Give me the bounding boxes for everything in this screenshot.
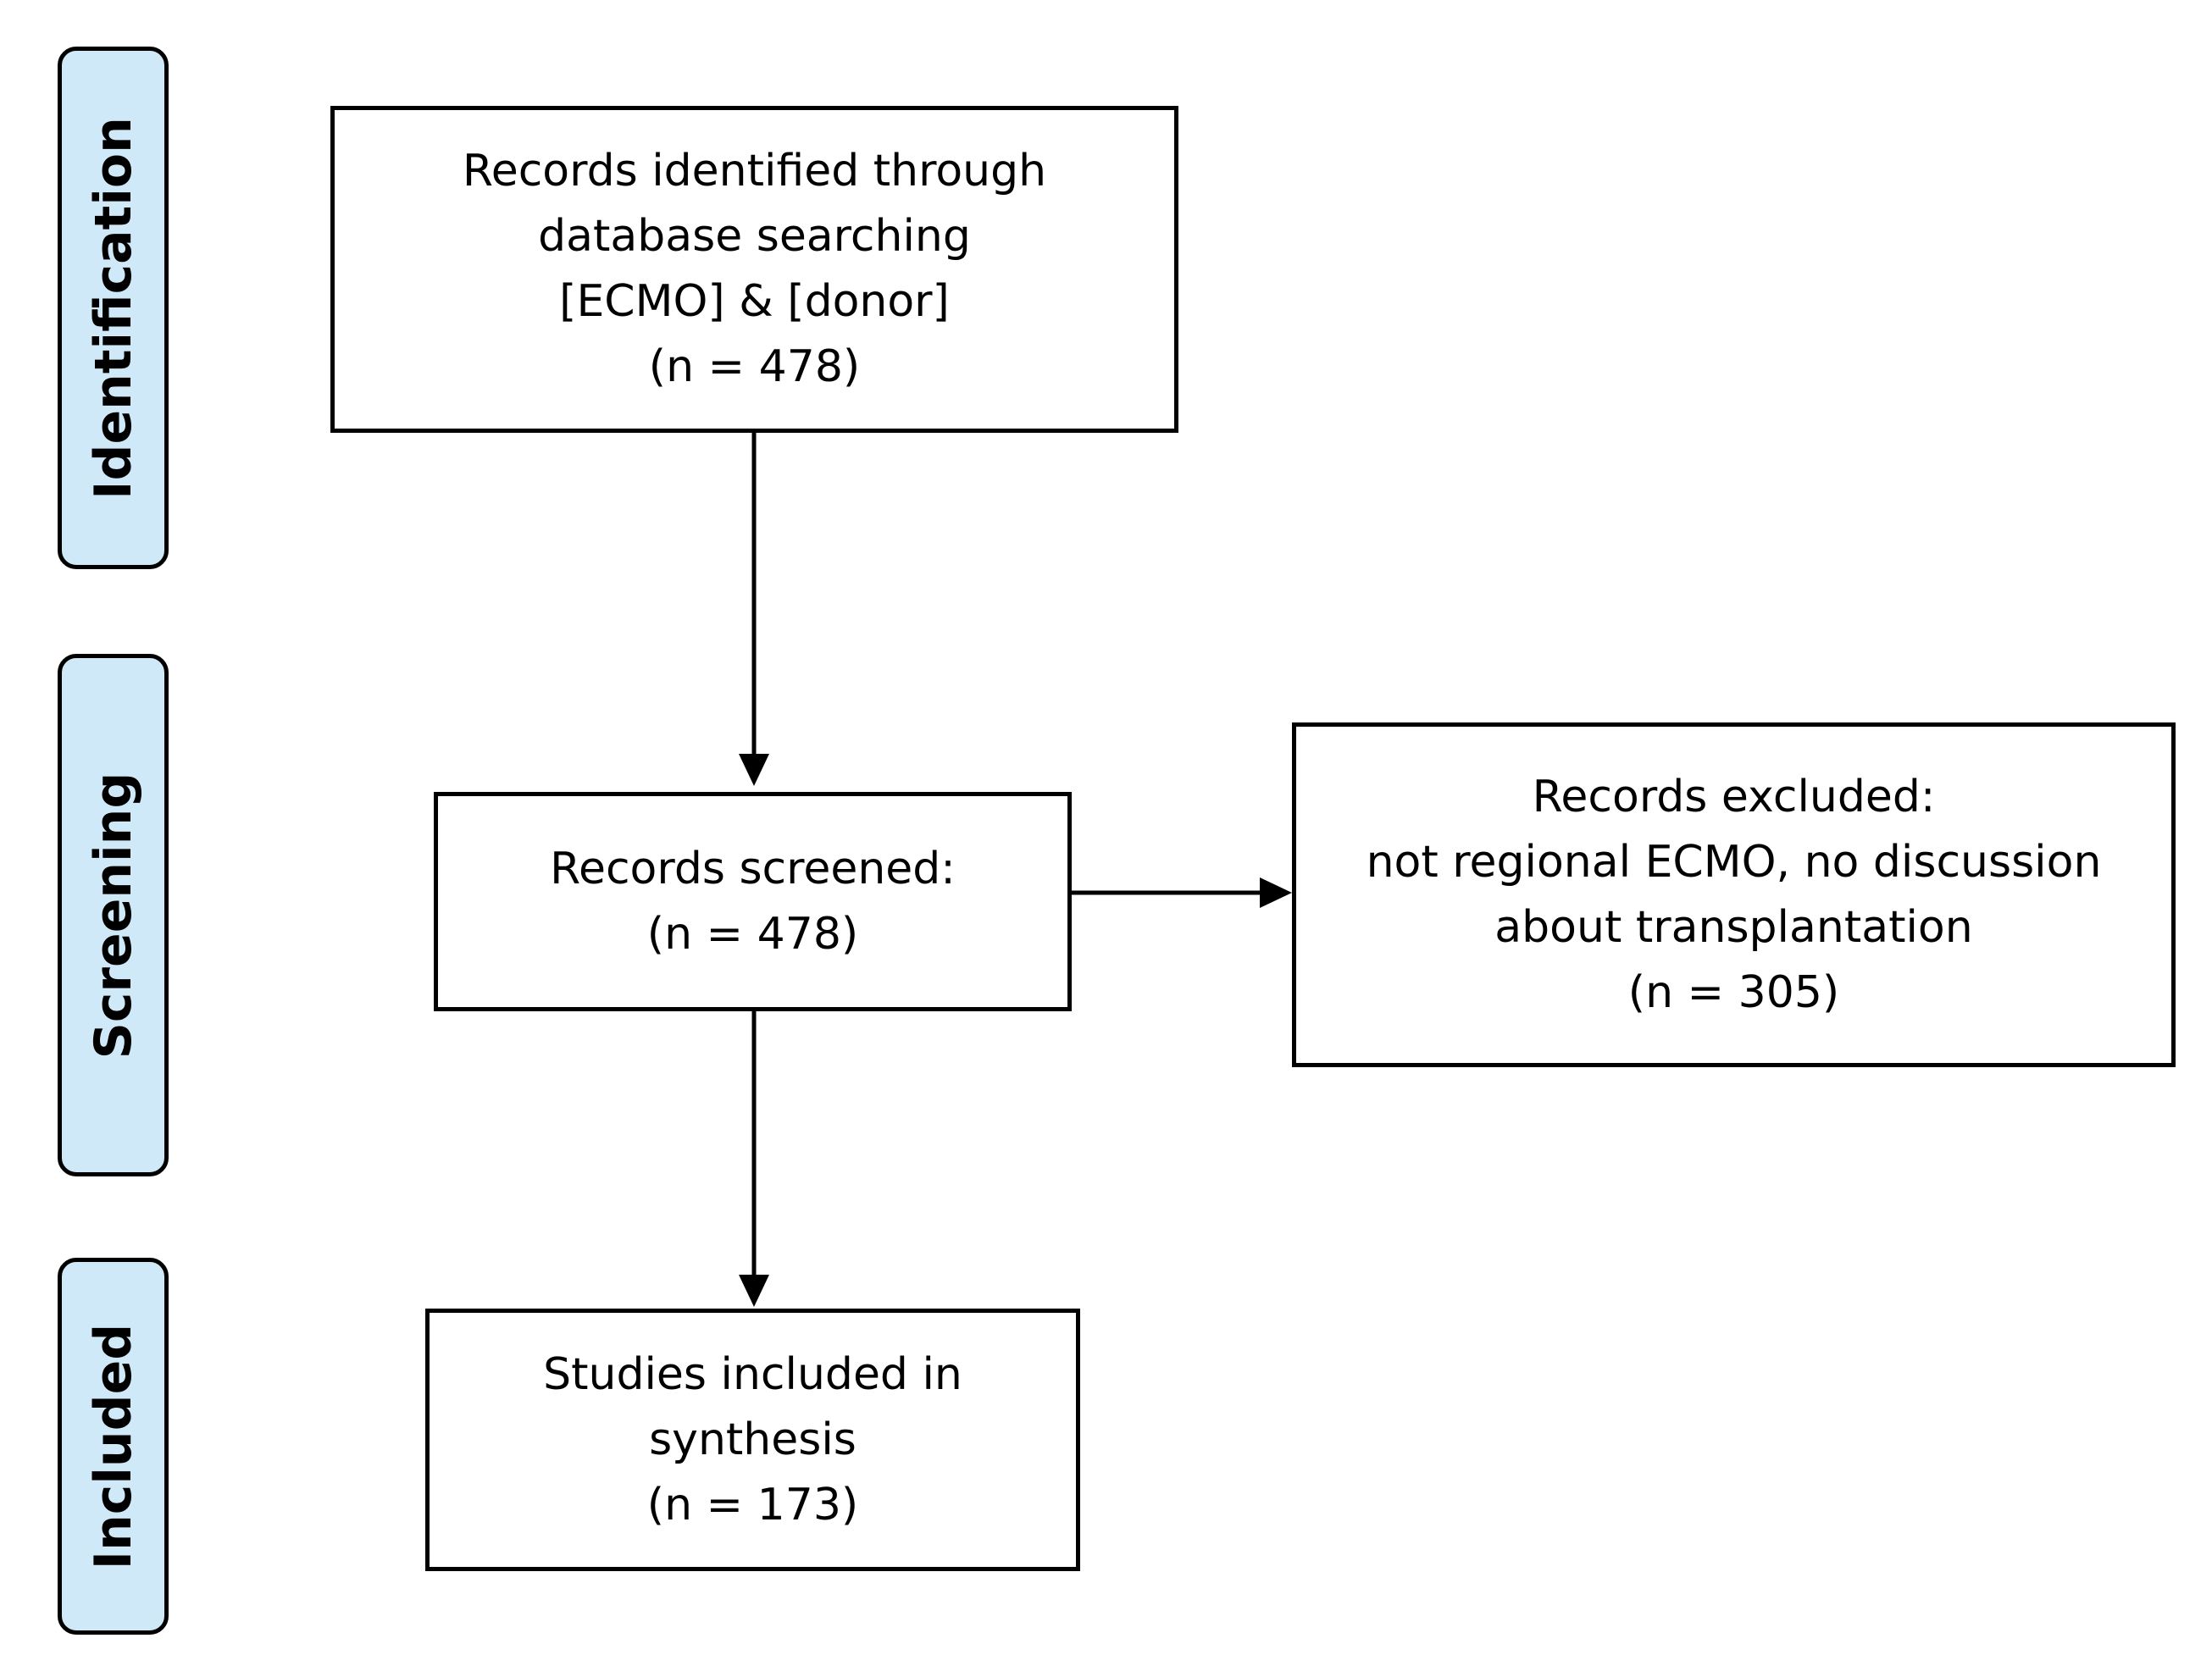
records-identified-line-1: Records identified through [462,146,1047,196]
records-excluded-line-1: Records excluded: [1532,771,1936,822]
records-screened-box: Records screened: (n = 478) [434,792,1072,1011]
records-excluded-box: Records excluded: not regional ECMO, no … [1292,722,2176,1067]
records-excluded-line-2: not regional ECMO, no discussion [1366,836,2102,888]
arrow-identified-to-screened [739,433,769,786]
studies-included-count: (n = 173) [646,1479,859,1530]
arrow-screened-to-included [739,1011,769,1307]
records-identified-line-3: [ECMO] & [donor] [559,276,950,327]
records-identified-box: Records identified through database sear… [330,106,1178,433]
records-screened-line-1: Records screened: [550,843,956,894]
stage-screening: Screening [58,654,169,1176]
studies-included-box: Studies included in synthesis (n = 173) [425,1309,1080,1571]
records-screened-count: (n = 478) [646,908,859,960]
stage-included: Included [58,1258,169,1635]
records-excluded-line-3: about transplantation [1494,901,1973,953]
records-excluded-count: (n = 305) [1627,966,1840,1018]
records-identified-line-2: database searching [538,211,971,262]
records-identified-count: (n = 478) [648,341,861,392]
studies-included-line-2: synthesis [649,1414,857,1465]
stage-identification: Identification [58,47,169,569]
studies-included-line-1: Studies included in [543,1348,962,1400]
arrow-screened-to-excluded [1072,877,1292,908]
